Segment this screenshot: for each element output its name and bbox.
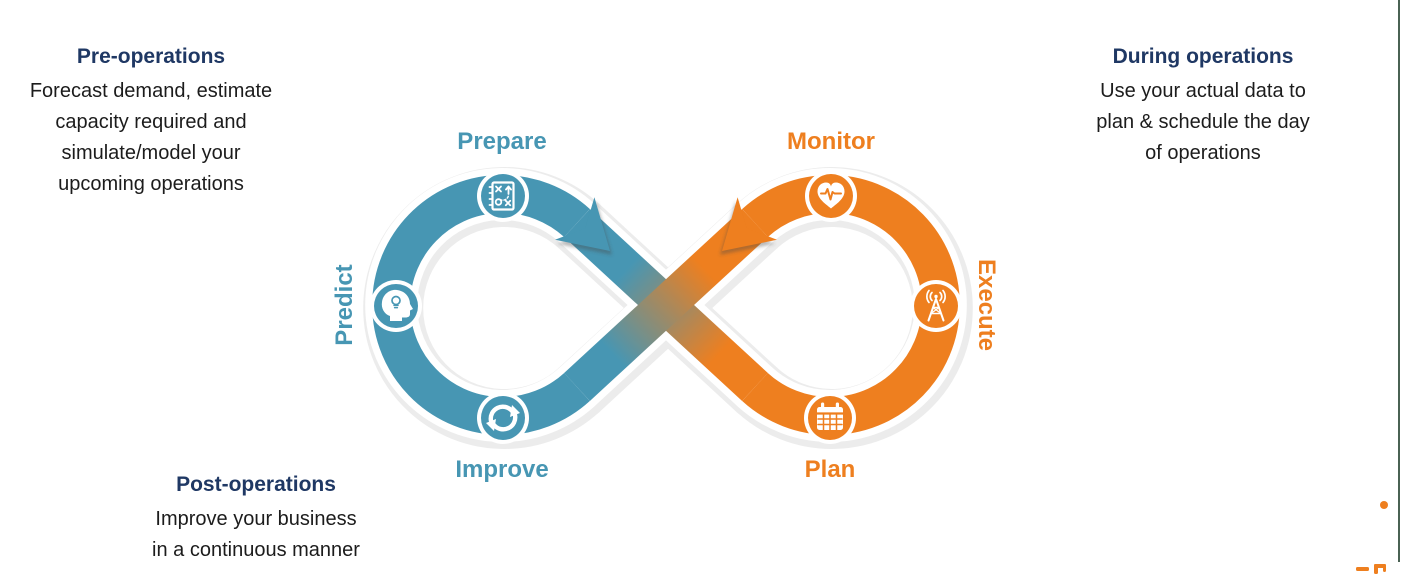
post-operations-text-line: Improve your business <box>155 508 357 530</box>
during-operations-text-line: Use your actual data to <box>1100 80 1306 102</box>
pre-operations-text-line: simulate/model your <box>61 142 241 164</box>
heartbeat-icon <box>805 170 857 222</box>
during-operations-note: During operations Use your actual data t… <box>1075 45 1331 169</box>
during-operations-title: During operations <box>1112 45 1294 68</box>
flow-arrow-orange-icon <box>722 197 777 251</box>
label-plan: Plan <box>804 456 856 483</box>
strategy-board-icon <box>477 170 529 222</box>
cutoff-logo-fragment <box>1374 564 1386 568</box>
pre-operations-text-line: Forecast demand, estimate <box>29 80 273 102</box>
cutoff-logo-fragment <box>1382 564 1386 572</box>
orange-bullet-dot <box>1380 501 1388 509</box>
pre-operations-text-line: upcoming operations <box>58 173 244 195</box>
cutoff-logo-fragment <box>1356 567 1369 571</box>
post-operations-text-line: in a continuous manner <box>152 539 360 561</box>
during-operations-text-line: of operations <box>1145 142 1261 164</box>
head-lightbulb-icon <box>370 280 422 332</box>
sync-arrows-icon <box>477 392 529 444</box>
label-improve: Improve <box>455 456 549 483</box>
broadcast-tower-icon <box>910 280 962 332</box>
post-operations-title: Post-operations <box>176 473 336 496</box>
label-prepare: Prepare <box>457 128 547 155</box>
pre-operations-title: Pre-operations <box>76 45 226 68</box>
during-operations-text-line: plan & schedule the day <box>1096 111 1310 133</box>
post-operations-note: Post-operations Improve your business in… <box>106 473 406 566</box>
cutoff-logo-fragment <box>1374 564 1378 574</box>
pre-operations-note: Pre-operations Forecast demand, estimate… <box>0 45 304 200</box>
label-monitor: Monitor <box>787 128 875 155</box>
flow-arrow-teal-icon <box>555 197 610 251</box>
calendar-icon <box>804 392 856 444</box>
page-edge-line <box>1398 0 1400 562</box>
label-execute: Execute <box>973 258 1000 352</box>
pre-operations-text-line: capacity required and <box>55 111 247 133</box>
label-predict: Predict <box>331 264 358 346</box>
